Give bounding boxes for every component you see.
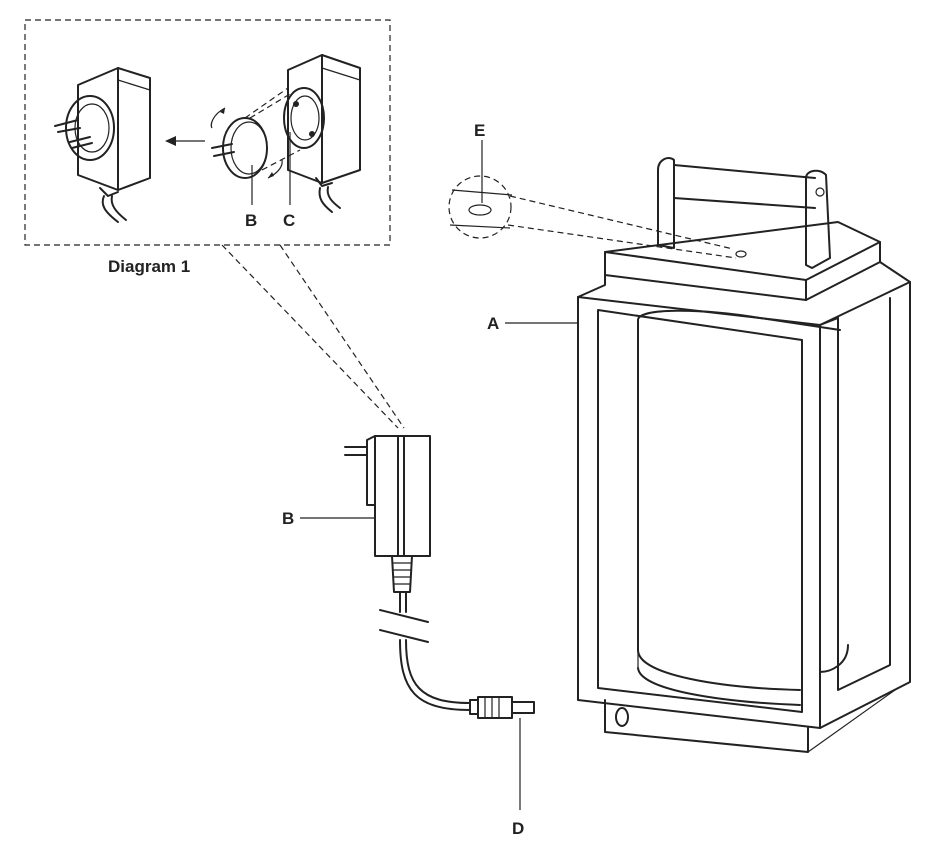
label-b-main: B (282, 509, 294, 528)
lantern-drawing (505, 157, 911, 753)
adapter-assembled-drawing (54, 67, 151, 223)
label-e: E (474, 121, 485, 140)
label-d: D (512, 819, 524, 838)
detail-inset-border (24, 19, 391, 246)
power-adapter-drawing (300, 435, 535, 810)
detail-inset: B C (24, 19, 391, 246)
label-a: A (487, 314, 499, 333)
diagram-caption: Diagram 1 (108, 257, 190, 276)
detail-arrow-icon (165, 136, 205, 146)
hole-e-callout (448, 140, 737, 259)
label-c-detail: C (283, 211, 295, 230)
label-b-detail: B (245, 211, 257, 230)
adapter-c-drawing (283, 54, 361, 213)
projection-lines (221, 244, 405, 429)
plug-b-drawing (210, 87, 301, 179)
